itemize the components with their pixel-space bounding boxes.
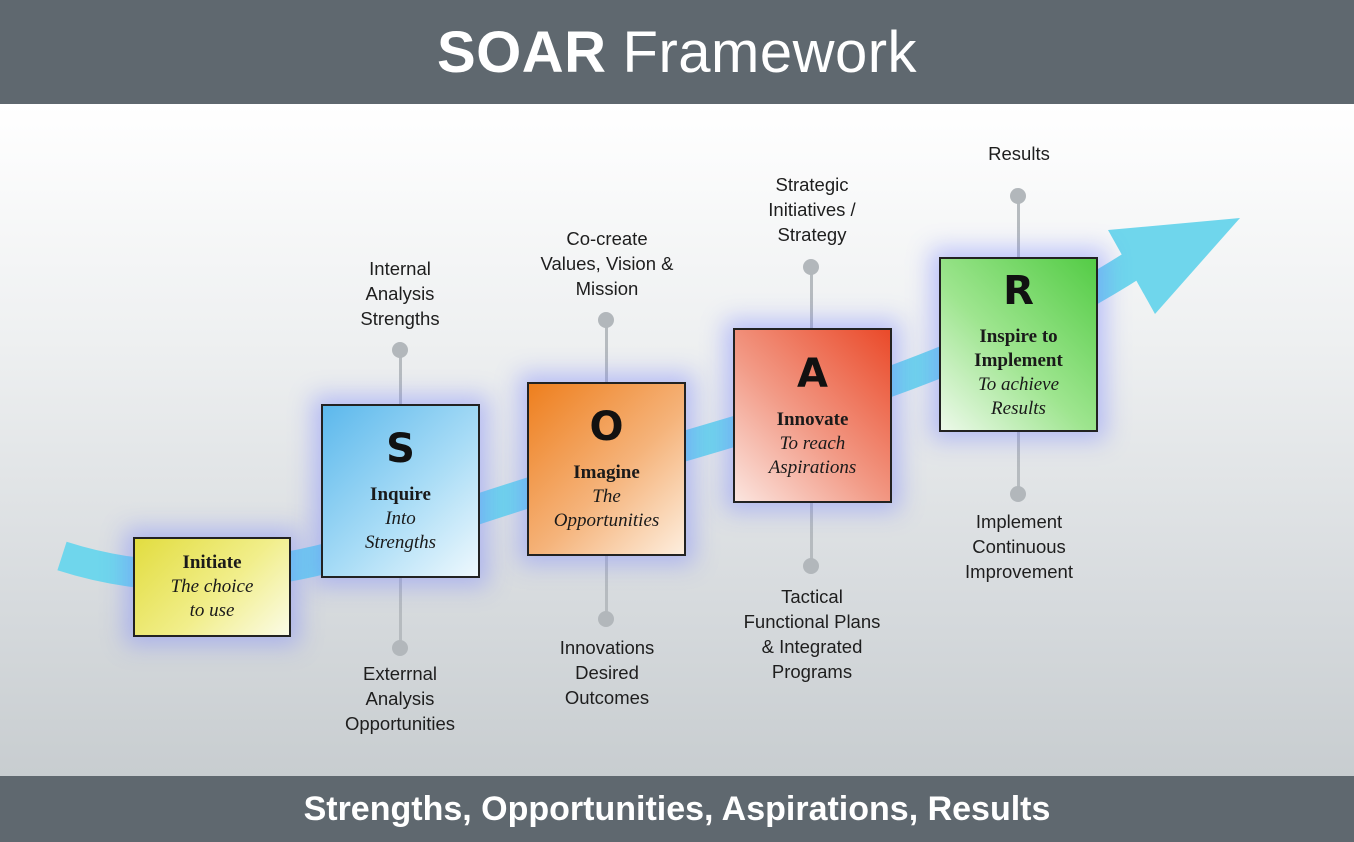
dot-implement-above [1010, 188, 1026, 204]
footer-text: Strengths, Opportunities, Aspirations, R… [303, 789, 1051, 828]
label-cocreate-values: Co-create Values, Vision & Mission [540, 228, 674, 299]
label-results: Results [988, 143, 1050, 164]
step-inquire-sub: Into Strengths [364, 508, 437, 553]
stem-innovate-above [810, 267, 813, 331]
step-implement-box: R Inspire to Implement To achieve Result… [939, 257, 1098, 432]
step-imagine-name: Imagine [573, 462, 640, 483]
step-innovate-letter: A [797, 350, 828, 397]
step-innovate-box: A Innovate To reach Aspirations [733, 328, 892, 503]
stem-inquire-below [399, 578, 402, 648]
growth-arrow-head [1108, 218, 1240, 314]
step-imagine-letter: O [589, 404, 624, 450]
stem-implement-above [1017, 196, 1020, 258]
step-inquire-box: S Inquire Into Strengths [321, 404, 480, 578]
step-implement-name: Inspire to Implement [974, 325, 1063, 371]
footer-bar: Strengths, Opportunities, Aspirations, R… [0, 776, 1354, 842]
stem-inquire-above [399, 350, 402, 406]
step-innovate-name: Innovate [776, 408, 849, 430]
label-external-analysis: Exterrnal Analysis Opportunities [344, 663, 456, 734]
dot-imagine-below [598, 611, 614, 627]
step-innovate-sub: To reach Aspirations [768, 432, 857, 478]
label-innovations-outcomes: Innovations Desired Outcomes [559, 637, 655, 708]
label-continuous-improvement: Implement Continuous Improvement [965, 511, 1073, 582]
label-strategic-initiatives: Strategic Initiatives / Strategy [768, 174, 856, 245]
step-imagine-box: O Imagine The Opportunities [527, 382, 686, 556]
title-rest: Framework [622, 19, 918, 85]
diagram-canvas: Internal Analysis Strengths Exterrnal An… [0, 104, 1354, 776]
stem-innovate-below [810, 502, 813, 566]
stem-implement-below [1017, 430, 1020, 494]
dot-innovate-below [803, 558, 819, 574]
label-tactical-plans: Tactical Functional Plans & Integrated P… [743, 586, 881, 682]
dot-inquire-below [392, 640, 408, 656]
step-initiate-name: Initiate [182, 552, 242, 573]
step-initiate-sub: The choice to use [170, 576, 254, 621]
step-imagine-sub: The Opportunities [553, 486, 660, 531]
stem-imagine-above [605, 320, 608, 384]
dot-implement-below [1010, 486, 1026, 502]
step-initiate-box: Initiate The choice to use [133, 537, 291, 637]
title-bold: SOAR [436, 19, 607, 85]
step-inquire-name: Inquire [370, 484, 431, 505]
label-internal-analysis: Internal Analysis Strengths [360, 258, 440, 329]
title-bar: SOAR Framework [0, 0, 1354, 104]
dot-innovate-above [803, 259, 819, 275]
dot-inquire-above [392, 342, 408, 358]
step-implement-letter: R [1003, 267, 1034, 314]
step-inquire-letter: S [386, 426, 415, 472]
dot-imagine-above [598, 312, 614, 328]
step-implement-sub: To achieve Results [977, 373, 1060, 419]
stem-imagine-below [605, 556, 608, 620]
